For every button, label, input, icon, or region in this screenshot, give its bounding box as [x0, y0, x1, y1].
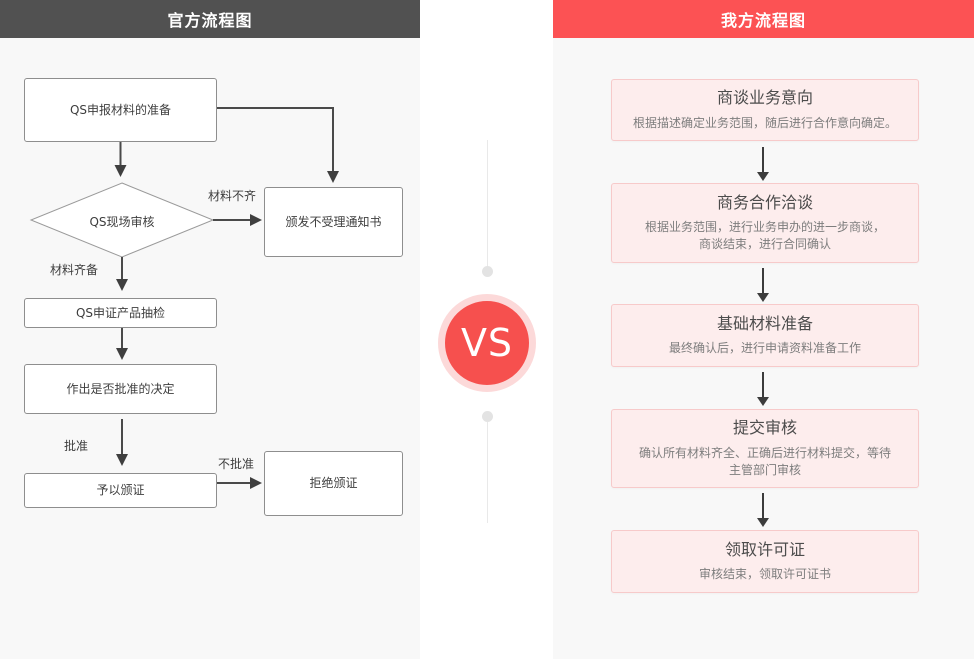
- node-refuse-certificate-label: 拒绝颁证: [309, 476, 358, 491]
- down-arrow-icon: [762, 268, 764, 294]
- down-arrow-icon: [762, 372, 764, 398]
- node-grant-certificate: 予以颁证: [24, 473, 217, 508]
- divider-line-bottom: [487, 422, 488, 523]
- our-flow-title: 我方流程图: [720, 11, 806, 30]
- step-card-get-license: 领取许可证 审核结束，领取许可证书: [611, 530, 919, 593]
- step-desc-line: 商谈结束，进行合同确认: [698, 237, 831, 252]
- official-flowchart: QS申报材料的准备 QS现场审核 颁发不受理通知书 QS申证产品抽检 作出是否批…: [0, 0, 420, 659]
- step-desc: 确认所有材料齐全、正确后进行材料提交，等待 主管部门审核: [639, 445, 891, 479]
- node-refuse-certificate: 拒绝颁证: [264, 451, 403, 516]
- step-desc: 最终确认后，进行申请资料准备工作: [668, 341, 861, 356]
- node-reject-notice-label: 颁发不受理通知书: [285, 214, 382, 229]
- node-grant-certificate-label: 予以颁证: [96, 483, 145, 498]
- step-desc-line: 确认所有材料齐全、正确后进行材料提交，等待: [638, 445, 891, 460]
- step-desc-line: 主管部门审核: [728, 462, 801, 477]
- step-desc: 根据描述确定业务范围，随后进行合作意向确定。: [632, 115, 897, 130]
- divider-dot-top: [482, 266, 493, 277]
- step-title: 商谈业务意向: [716, 88, 813, 108]
- edge-label-material-complete: 材料齐备: [49, 263, 98, 277]
- divider-dot-bottom: [482, 411, 493, 422]
- step-card-submit-review: 提交审核 确认所有材料齐全、正确后进行材料提交，等待 主管部门审核: [611, 409, 919, 488]
- node-product-sampling-label: QS申证产品抽检: [75, 305, 166, 320]
- step-desc: 根据业务范围，进行业务申办的进一步商谈， 商谈结束，进行合同确认: [645, 219, 885, 253]
- vs-divider: VS: [420, 0, 553, 659]
- edge-label-not-approved: 不批准: [217, 457, 254, 471]
- step-card-material-prep: 基础材料准备 最终确认后，进行申请资料准备工作: [611, 304, 919, 367]
- step-card-cooperation-talks: 商务合作洽谈 根据业务范围，进行业务申办的进一步商谈， 商谈结束，进行合同确认: [611, 183, 919, 263]
- divider-line-top: [487, 140, 488, 268]
- our-flowchart: 商谈业务意向 根据描述确定业务范围，随后进行合作意向确定。 商务合作洽谈 根据业…: [553, 0, 974, 659]
- step-title: 领取许可证: [724, 539, 805, 559]
- edge-label-material-incomplete: 材料不齐: [207, 189, 256, 203]
- vs-label: VS: [460, 321, 514, 365]
- vs-badge: VS: [438, 294, 536, 392]
- node-approval-decision: 作出是否批准的决定: [24, 364, 217, 414]
- down-arrow-icon: [762, 147, 764, 173]
- flow-connectors: [29, 107, 339, 489]
- step-title: 基础材料准备: [716, 313, 813, 333]
- official-flow-header: 官方流程图: [0, 0, 420, 38]
- step-desc-line: 根据业务范围，进行业务申办的进一步商谈，: [644, 220, 885, 235]
- node-qs-material-prep-label: QS申报材料的准备: [69, 102, 172, 117]
- official-flow-panel: 官方流程图 QS申报材料的准备: [0, 0, 420, 659]
- our-flow-header: 我方流程图: [553, 0, 974, 38]
- node-reject-notice: 颁发不受理通知书: [264, 187, 403, 257]
- step-desc: 审核结束，领取许可证书: [698, 567, 831, 582]
- step-card-business-intent: 商谈业务意向 根据描述确定业务范围，随后进行合作意向确定。: [611, 79, 919, 141]
- step-title: 商务合作洽谈: [716, 192, 813, 212]
- node-product-sampling: QS申证产品抽检: [24, 298, 217, 328]
- official-flow-title: 官方流程图: [167, 11, 253, 30]
- down-arrow-icon: [762, 493, 764, 519]
- node-qs-material-prep: QS申报材料的准备: [24, 78, 217, 142]
- node-qs-onsite-review-label: QS现场审核: [89, 215, 155, 229]
- step-title: 提交审核: [732, 418, 797, 438]
- our-flow-panel: 我方流程图 商谈业务意向 根据描述确定业务范围，随后进行合作意向确定。 商务合作…: [553, 0, 974, 659]
- node-approval-decision-label: 作出是否批准的决定: [66, 381, 175, 396]
- edge-label-approved: 批准: [63, 439, 88, 453]
